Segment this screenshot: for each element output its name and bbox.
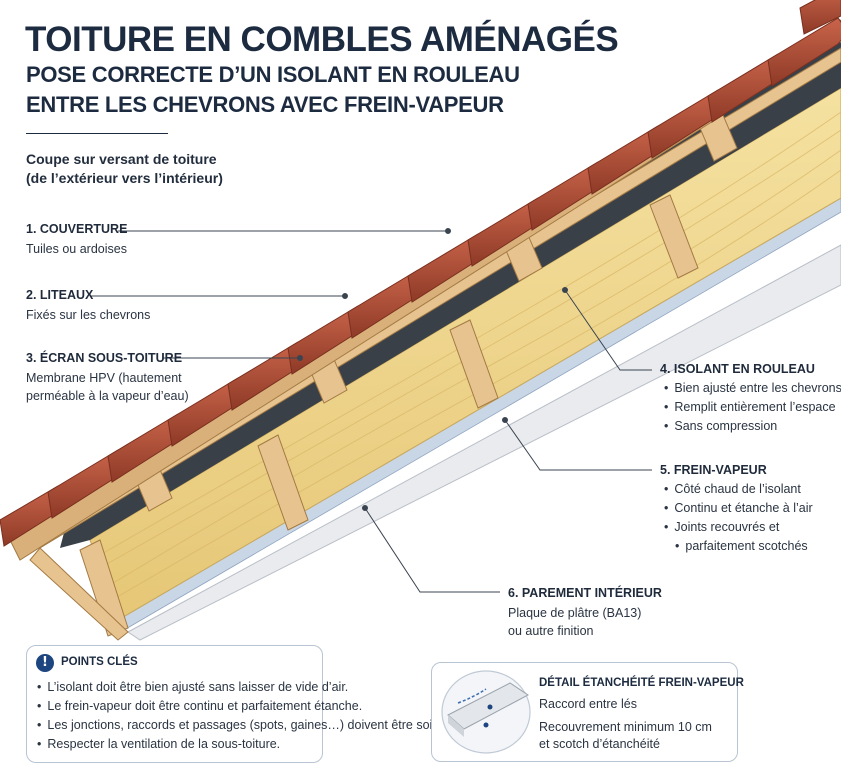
leader-dot (297, 355, 303, 361)
bottom-edge (29, 547, 129, 641)
leader-dot (445, 228, 451, 234)
roof-tile (799, 0, 841, 35)
layer-title: 2. LITEAUX (26, 288, 94, 302)
detail-box: DÉTAIL ÉTANCHÉITÉ FREIN-VAPEUR Raccord e… (431, 662, 744, 762)
roof-tile (767, 17, 841, 87)
detail-illustration (441, 670, 531, 754)
layer-label-frein-vapeur: 5. FREIN-VAPEUR Côté chaud de l’isolant … (660, 463, 813, 556)
layer-label-isolant: 4. ISOLANT EN ROULEAU Bien ajusté entre … (660, 362, 841, 436)
layer-title: 6. PAREMENT INTÉRIEUR (508, 586, 662, 600)
page-subtitle-line2: ENTRE LES CHEVRONS AVEC FREIN-VAPEUR (26, 92, 504, 117)
bullet-continuation: parfaitement scotchés (664, 537, 813, 556)
layer-title: 4. ISOLANT EN ROULEAU (660, 362, 815, 376)
bullet-item: Bien ajusté entre les chevrons (664, 379, 841, 398)
key-points-title: POINTS CLÉS (61, 656, 138, 668)
exclamation-icon: ! (36, 654, 54, 672)
layer-title: 5. FREIN-VAPEUR (660, 463, 767, 477)
bullet-item: Sans compression (664, 417, 841, 436)
leader-dot (362, 505, 368, 511)
detail-row-overlap-line2: et scotch d’étanchéité (539, 737, 660, 751)
rafter (649, 194, 699, 279)
key-points-list: L’isolant doit être bien ajusté sans lai… (37, 678, 574, 754)
bullet-item: Remplit entièrement l’espace (664, 398, 841, 417)
layer-desc: Plaque de plâtre (BA13) (508, 606, 642, 620)
detail-row-joint: Raccord entre lés (539, 697, 637, 711)
layer-label-parement: 6. PAREMENT INTÉRIEUR Plaque de plâtre (… (508, 586, 662, 640)
key-points-box: ! POINTS CLÉS L’isolant doit être bien a… (26, 645, 575, 763)
intro-line2: (de l’extérieur vers l’intérieur) (26, 170, 223, 186)
layer-desc: perméable à la vapeur d’eau) (26, 389, 189, 403)
page-subtitle-line1: POSE CORRECTE D’UN ISOLANT EN ROULEAU (26, 62, 520, 87)
layer-title: 1. COUVERTURE (26, 222, 128, 236)
layer-label-ecran: 3. ÉCRAN SOUS-TOITURE Membrane HPV (haut… (26, 351, 189, 405)
bullet-item: Joints recouvrés et (664, 518, 813, 537)
key-point-item: Respecter la ventilation de la sous-toit… (37, 735, 317, 754)
leader-line (564, 289, 652, 371)
detail-row-overlap-line1: Recouvrement minimum 10 cm (539, 720, 712, 734)
leader-line (364, 507, 500, 593)
key-point-item: L’isolant doit être bien ajusté sans lai… (37, 678, 348, 697)
bullet-item: Continu et étanche à l’air (664, 499, 812, 518)
title-divider (26, 133, 168, 134)
layer-desc: ou autre finition (508, 624, 594, 638)
leader-dot (562, 287, 568, 293)
plaster-board (127, 244, 841, 641)
leader-line (504, 419, 652, 471)
rafter (449, 319, 499, 409)
rafter (257, 434, 309, 531)
intro-line1: Coupe sur versant de toiture (26, 151, 217, 167)
leader-dot (502, 417, 508, 423)
layer-desc: Fixés sur les chevrons (26, 308, 151, 322)
section-intro: Coupe sur versant de toiture (de l’extér… (26, 150, 223, 188)
leader-dot (342, 293, 348, 299)
bullet-continuation-text: parfaitement scotchés (685, 539, 808, 553)
layer-desc: Tuiles ou ardoises (26, 242, 127, 256)
layer-label-couverture: 1. COUVERTURE Tuiles ou ardoises (26, 222, 127, 258)
layer-desc: Membrane HPV (hautement (26, 371, 182, 385)
layer-title: 3. ÉCRAN SOUS-TOITURE (26, 351, 183, 365)
key-point-item: Les jonctions, raccords et passages (spo… (37, 716, 574, 735)
page-title: TOITURE EN COMBLES AMÉNAGÉS (25, 20, 619, 59)
layer-label-liteaux: 2. LITEAUX Fixés sur les chevrons (26, 288, 150, 324)
detail-title: DÉTAIL ÉTANCHÉITÉ FREIN-VAPEUR (539, 677, 744, 689)
bullet-item: Côté chaud de l’isolant (664, 480, 813, 499)
key-point-item: Le frein-vapeur doit être continu et par… (37, 697, 362, 716)
